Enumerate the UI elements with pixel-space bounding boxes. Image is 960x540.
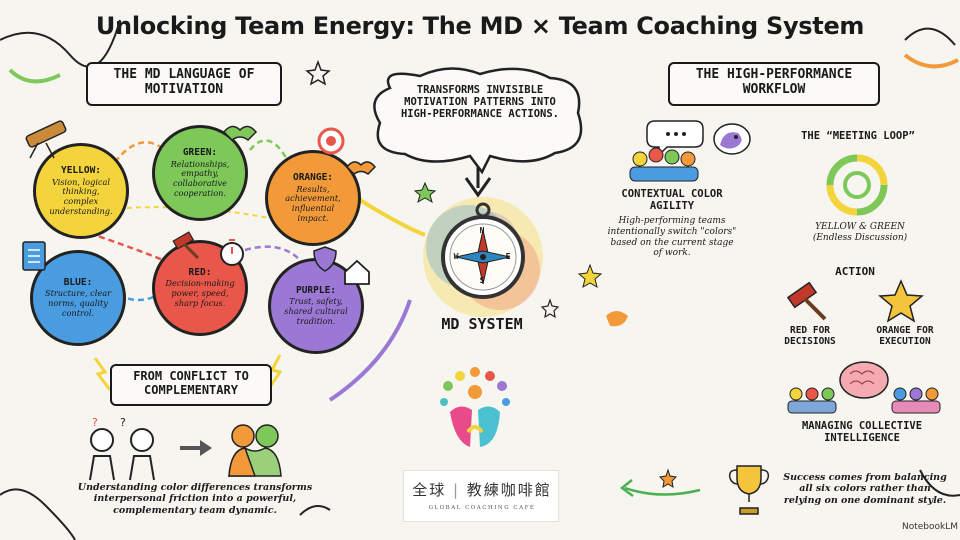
trophy-icon [728, 465, 770, 515]
clipboard-icon [22, 241, 46, 271]
red-desc: Decision-making power, speed, sharp focu… [165, 278, 235, 309]
workflow-header: THE HIGH-PERFORMANCE WORKFLOW [668, 62, 880, 106]
collective-title: MANAGING COLLECTIVE INTELLIGENCE [801, 420, 923, 445]
green-desc: Relationships, empathy, collaborative co… [170, 158, 230, 199]
gcc-logo-cn-right: 教練咖啡館 [466, 481, 552, 499]
brain-team-icon [787, 361, 941, 414]
orange-caption: ORANGE FOR EXECUTION [876, 325, 934, 347]
gavel-icon [172, 231, 200, 260]
orange-desc: Results, achievement, influential impact… [285, 183, 341, 224]
success-text: Success comes from balancing all six col… [783, 472, 947, 506]
stopwatch-icon [220, 239, 244, 266]
yellow-desc: Vision, logical thinking, complex unders… [49, 176, 113, 217]
md-language-header: THE MD LANGUAGE OF MOTIVATION [86, 62, 282, 106]
team-chameleon-icon [629, 120, 751, 182]
svg-text:?: ? [120, 416, 126, 429]
blue-label: BLUE: [63, 277, 93, 289]
red-gavel-icon [786, 281, 827, 321]
orange-star-icon [878, 279, 924, 323]
shield-icon [313, 246, 337, 272]
compass-e: E [505, 252, 511, 261]
compass-label: MD SYSTEM [441, 315, 523, 333]
orange-label: ORANGE: [292, 172, 334, 184]
handshake-orange-icon [346, 161, 376, 175]
hugging-people-icon [228, 424, 282, 477]
blue-bubble: BLUE: Structure, clear norms, quality co… [30, 250, 126, 346]
conflict-text: Understanding color differences transfor… [77, 482, 313, 516]
compass-w: W [453, 252, 459, 261]
loop-arrows-icon [826, 154, 888, 216]
meeting-caption: YELLOW & GREEN (Endless Discussion) [812, 222, 908, 243]
speech-bubble-shape [373, 67, 583, 175]
orange-bubble: ORANGE: Results, achievement, influentia… [265, 150, 361, 246]
conflict-people-icon: ? ? [89, 416, 155, 481]
gcc-logo-en: GLOBAL COACHING CAFÉ [428, 505, 536, 511]
page-title: Unlocking Team Energy: The MD × Team Coa… [95, 12, 865, 40]
gcc-logo-icon [440, 367, 510, 447]
conflict-header: FROM CONFLICT TO COMPLEMENTARY [110, 364, 272, 406]
svg-text:?: ? [92, 416, 98, 429]
gcc-logo-cn: 全球 | 教練咖啡館 [412, 481, 552, 499]
red-label: RED: [188, 267, 212, 279]
yellow-bubble: YELLOW: Vision, logical thinking, comple… [33, 143, 129, 239]
red-caption: RED FOR DECISIONS [784, 325, 836, 347]
compass-n: N [479, 226, 485, 235]
yellow-label: YELLOW: [60, 165, 102, 177]
purple-desc: Trust, safety, shared cultural tradition… [284, 296, 348, 327]
speech-text: TRANSFORMS INVISIBLE MOTIVATION PATTERNS… [400, 84, 560, 121]
target-icon [317, 127, 345, 155]
purple-label: PURPLE: [295, 285, 337, 297]
notebooklm-watermark: NotebookLM [901, 522, 958, 532]
meeting-title: THE “MEETING LOOP” [801, 130, 915, 142]
handshake-icon [222, 125, 258, 141]
blue-desc: Structure, clear norms, quality control. [44, 288, 112, 319]
action-title: ACTION [835, 265, 875, 278]
green-bubble: GREEN: Relationships, empathy, collabora… [152, 125, 248, 221]
agility-title: CONTEXTUAL COLOR AGILITY [621, 188, 723, 213]
green-label: GREEN: [182, 147, 218, 159]
compass-s: S [479, 276, 485, 285]
gcc-logo-plate: 全球 | 教練咖啡館 GLOBAL COACHING CAFÉ [403, 470, 559, 522]
gcc-logo-cn-left: 全球 [412, 481, 447, 499]
agility-text: High-performing teams intentionally swit… [607, 216, 737, 259]
house-icon [344, 259, 370, 285]
compass-icon [423, 197, 543, 317]
telescope-icon [25, 120, 67, 159]
